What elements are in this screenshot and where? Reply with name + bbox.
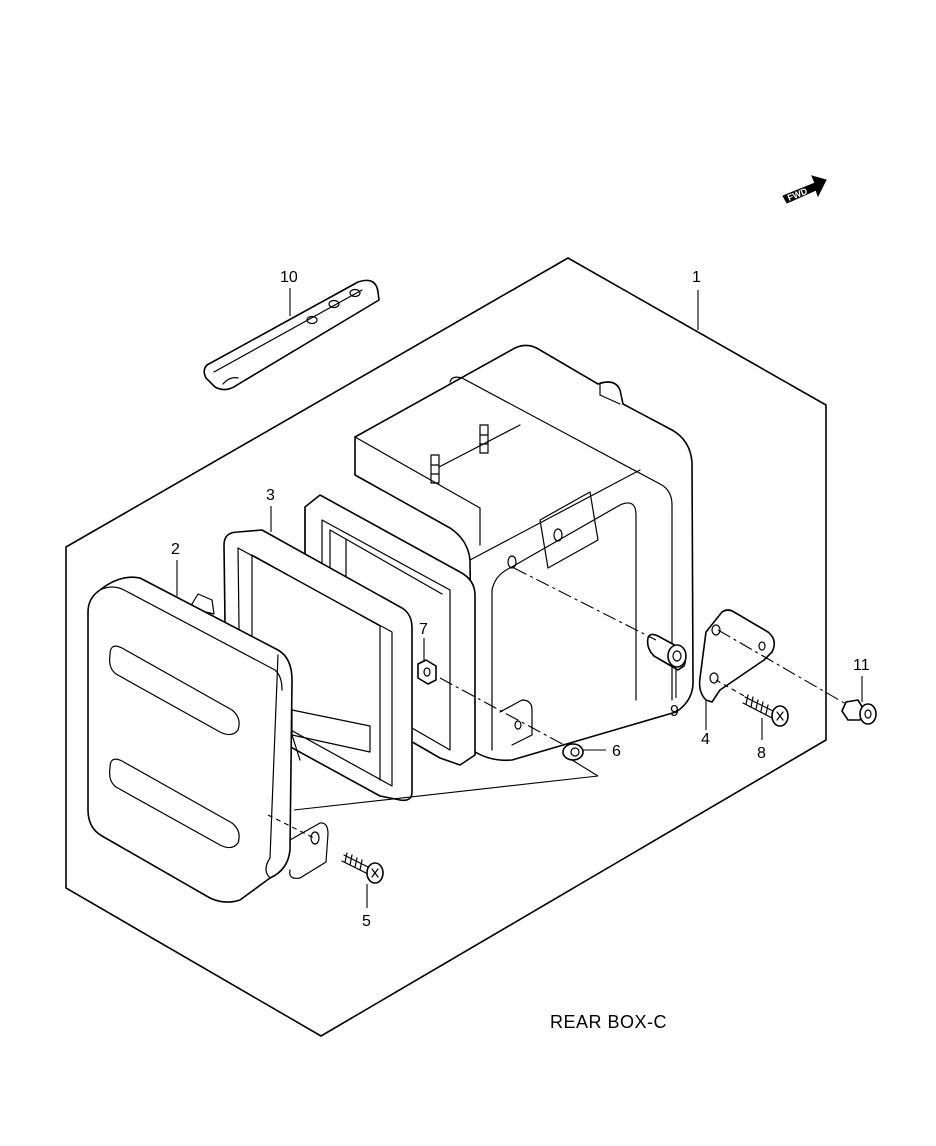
axis-line-8 [715, 679, 747, 698]
part-10-stay [203, 279, 380, 391]
axis-line-9 [513, 567, 657, 641]
diagram-caption: REAR BOX-C [550, 1012, 667, 1032]
part-6-washer [562, 743, 584, 761]
axis-line-6-link [293, 775, 599, 811]
assembly-outline [65, 257, 827, 1037]
callout-5: 5 [362, 913, 371, 930]
leader-lines [176, 288, 863, 908]
callout-6: 6 [612, 743, 621, 760]
callout-11: 11 [853, 657, 870, 674]
axis-line-6 [439, 677, 567, 747]
callout-8: 8 [757, 745, 766, 762]
fwd-label: FWD [786, 186, 809, 203]
callout-3: 3 [266, 487, 275, 504]
part-2-lid [87, 576, 329, 903]
part-4-bracket [698, 609, 776, 703]
part-8-screw [742, 694, 789, 727]
callout-10: 10 [280, 269, 298, 286]
callout-1: 1 [692, 269, 701, 286]
callout-7: 7 [419, 621, 428, 638]
part-5-screw [341, 852, 384, 884]
callout-4: 4 [701, 731, 710, 748]
callout-9: 9 [670, 703, 679, 720]
fwd-arrow-icon: FWD [782, 175, 827, 204]
part-7-nut [417, 659, 437, 685]
part-11-bolt [841, 699, 877, 725]
rear-box-body [354, 344, 694, 762]
part-9-grommet [646, 633, 687, 671]
callout-2: 2 [171, 541, 180, 558]
